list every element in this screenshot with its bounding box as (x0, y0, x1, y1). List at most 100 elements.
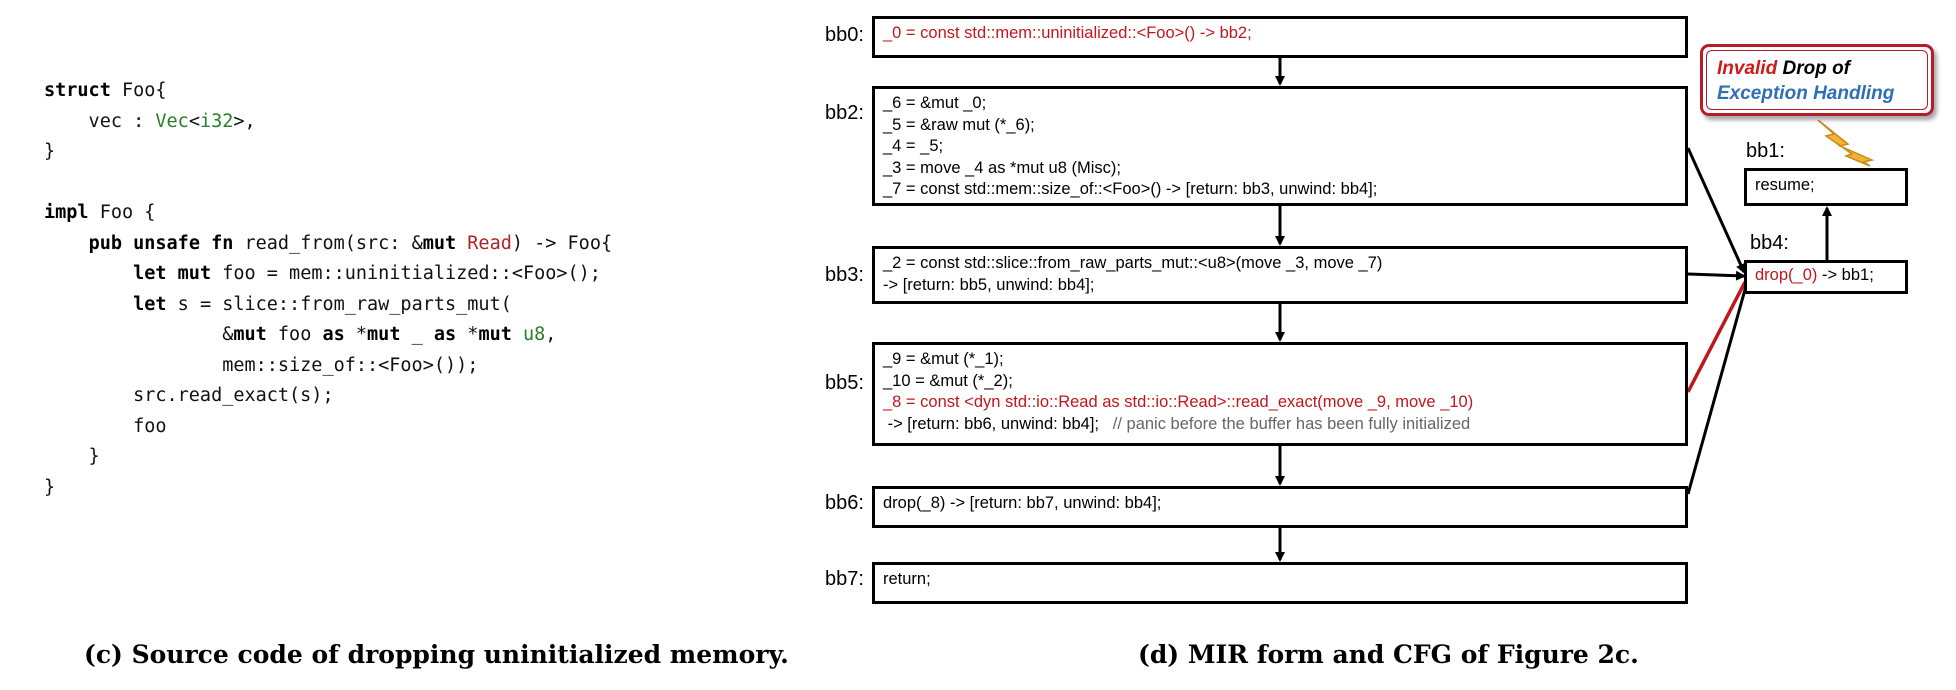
mir-line: _7 = const std::mem::size_of::<Foo>() ->… (883, 179, 1677, 201)
code-token: as (433, 324, 457, 345)
code-token: let (133, 263, 167, 284)
code-token: fn (211, 232, 234, 254)
code-line: let mut foo = mem::uninitialized::<Foo>(… (44, 259, 612, 290)
code-token: mut (422, 232, 457, 254)
mir-token: _4 = _5; (883, 137, 944, 155)
mir-token: -> [return: bb5, unwind: bb4]; (883, 275, 1095, 294)
mir-line: _4 = _5; (883, 136, 1677, 158)
code-token: s = slice::from_raw_parts_mut( (166, 293, 512, 315)
code-line: } (44, 137, 612, 168)
mir-line: _0 = const std::mem::uninitialized::<Foo… (883, 23, 1677, 45)
mir-line: _8 = const <dyn std::io::Read as std::io… (883, 392, 1677, 414)
code-line: pub unsafe fn read_from(src: &mut Read) … (44, 229, 613, 260)
mir-token: -> bb1; (1817, 266, 1874, 284)
block-bb6: drop(_8) -> [return: bb7, unwind: bb4]; (872, 486, 1688, 528)
edge-bb5-bb4 (1686, 281, 1747, 393)
code-line: foo (44, 412, 612, 443)
code-token: as (322, 324, 345, 345)
mir-token: _5 = &raw mut (*_6); (883, 115, 1035, 134)
label-bb2: bb2: (825, 102, 864, 124)
code-token: >, (233, 110, 256, 132)
code-token: src.read_exact(s); (44, 385, 334, 406)
code-token: unsafe (133, 232, 200, 254)
code-token: mut (478, 324, 512, 345)
edge-bb3-bb4 (1687, 270, 1746, 281)
code-token: let (133, 293, 167, 315)
mir-line: drop(_8) -> [return: bb7, unwind: bb4]; (883, 493, 1677, 515)
code-token: i32 (199, 110, 234, 132)
code-line: src.read_exact(s); (44, 381, 612, 412)
caption-c: (c) Source code of dropping uninitialize… (84, 640, 789, 669)
code-token: } (44, 141, 56, 162)
code-line: mem::size_of::<Foo>()); (44, 351, 612, 382)
mir-line: _2 = const std::slice::from_raw_parts_mu… (883, 253, 1677, 275)
label-bb0: bb0: (825, 24, 864, 46)
mir-token: -> [return: bb6, unwind: bb4]; (883, 414, 1113, 433)
code-token: Foo { (88, 202, 156, 223)
code-token: foo = mem::uninitialized::<Foo>(); (211, 263, 601, 284)
code-token: read_from(src: & (233, 232, 423, 254)
code-token: foo (266, 324, 323, 345)
mir-line: _9 = &mut (*_1); (883, 349, 1677, 371)
mir-line: _10 = &mut (*_2); (883, 371, 1677, 393)
code-token: } (44, 476, 56, 498)
code-token: mut (233, 324, 267, 345)
code-token: * (344, 324, 368, 345)
label-bb5: bb5: (825, 372, 864, 394)
block-bb3: _2 = const std::slice::from_raw_parts_mu… (872, 246, 1688, 304)
mir-line: drop(_0) -> bb1; (1755, 265, 1897, 287)
code-token: mut (177, 263, 212, 284)
caption-d: (d) MIR form and CFG of Figure 2c. (1138, 640, 1639, 669)
code-token: Foo{ (110, 80, 167, 101)
code-token: , (545, 324, 557, 345)
mir-token: _0 = const std::mem::uninitialized::<Foo… (883, 24, 1252, 42)
mir-token: drop(_8) -> [return: bb7, unwind: bb4]; (883, 494, 1162, 512)
edge-bb2-bb4 (1686, 147, 1746, 274)
label-bb1: bb1: (1746, 140, 1785, 162)
code-line: } (44, 442, 612, 473)
mir-token: _2 = const std::slice::from_raw_parts_mu… (883, 254, 1383, 272)
mir-line: -> [return: bb5, unwind: bb4]; (883, 275, 1677, 297)
callout-text: Invalid (1717, 58, 1778, 79)
block-bb0: _0 = const std::mem::uninitialized::<Foo… (872, 16, 1688, 58)
code-token: Vec (155, 110, 189, 132)
code-token: pub (88, 232, 122, 254)
code-line: vec : Vec<i32>, (44, 107, 612, 138)
code-token: impl (44, 202, 89, 223)
label-bb4: bb4: (1750, 232, 1789, 254)
mir-token: _8 = const <dyn std::io::Read as std::io… (883, 393, 1474, 411)
callout-line: Invalid Drop of (1717, 56, 1917, 81)
block-bb4: drop(_0) -> bb1; (1744, 260, 1908, 294)
code-line: &mut foo as *mut _ as *mut u8, (44, 320, 612, 351)
mir-token: _3 = move _4 as *mut u8 (Misc); (883, 158, 1121, 177)
mir-line: _6 = &mut _0; (883, 93, 1677, 115)
mir-line: _5 = &raw mut (*_6); (883, 115, 1677, 137)
code-line: } (44, 473, 612, 504)
code-line: let s = slice::from_raw_parts_mut( (44, 290, 612, 321)
block-bb1: resume; (1744, 168, 1908, 206)
code-token: vec : (44, 110, 156, 132)
code-token: < (188, 110, 200, 132)
code-token: foo (44, 415, 167, 437)
label-bb6: bb6: (825, 492, 864, 514)
mir-token: _9 = &mut (*_1); (883, 350, 1004, 368)
mir-line: resume; (1755, 175, 1897, 197)
code-line: struct Foo{ (44, 76, 612, 107)
code-token: } (44, 446, 100, 467)
block-bb2: _6 = &mut _0; _5 = &raw mut (*_6); _4 = _5… (872, 86, 1688, 206)
code-token: * (456, 324, 479, 345)
mir-line: return; (883, 569, 1677, 591)
code-token: _ (400, 324, 434, 345)
mir-token: _6 = &mut _0; (883, 94, 987, 112)
mir-token: // panic before the buffer has been full… (1112, 414, 1471, 433)
callout-line: Exception Handling (1717, 81, 1917, 106)
mir-line: -> [return: bb6, unwind: bb4]; // panic … (883, 414, 1677, 436)
block-bb7: return; (872, 562, 1688, 604)
label-bb3: bb3: (825, 264, 864, 286)
callout-text: Drop of (1777, 58, 1851, 79)
label-bb7: bb7: (825, 568, 864, 590)
code-token: & (44, 324, 234, 345)
code-token: u8 (523, 324, 546, 345)
